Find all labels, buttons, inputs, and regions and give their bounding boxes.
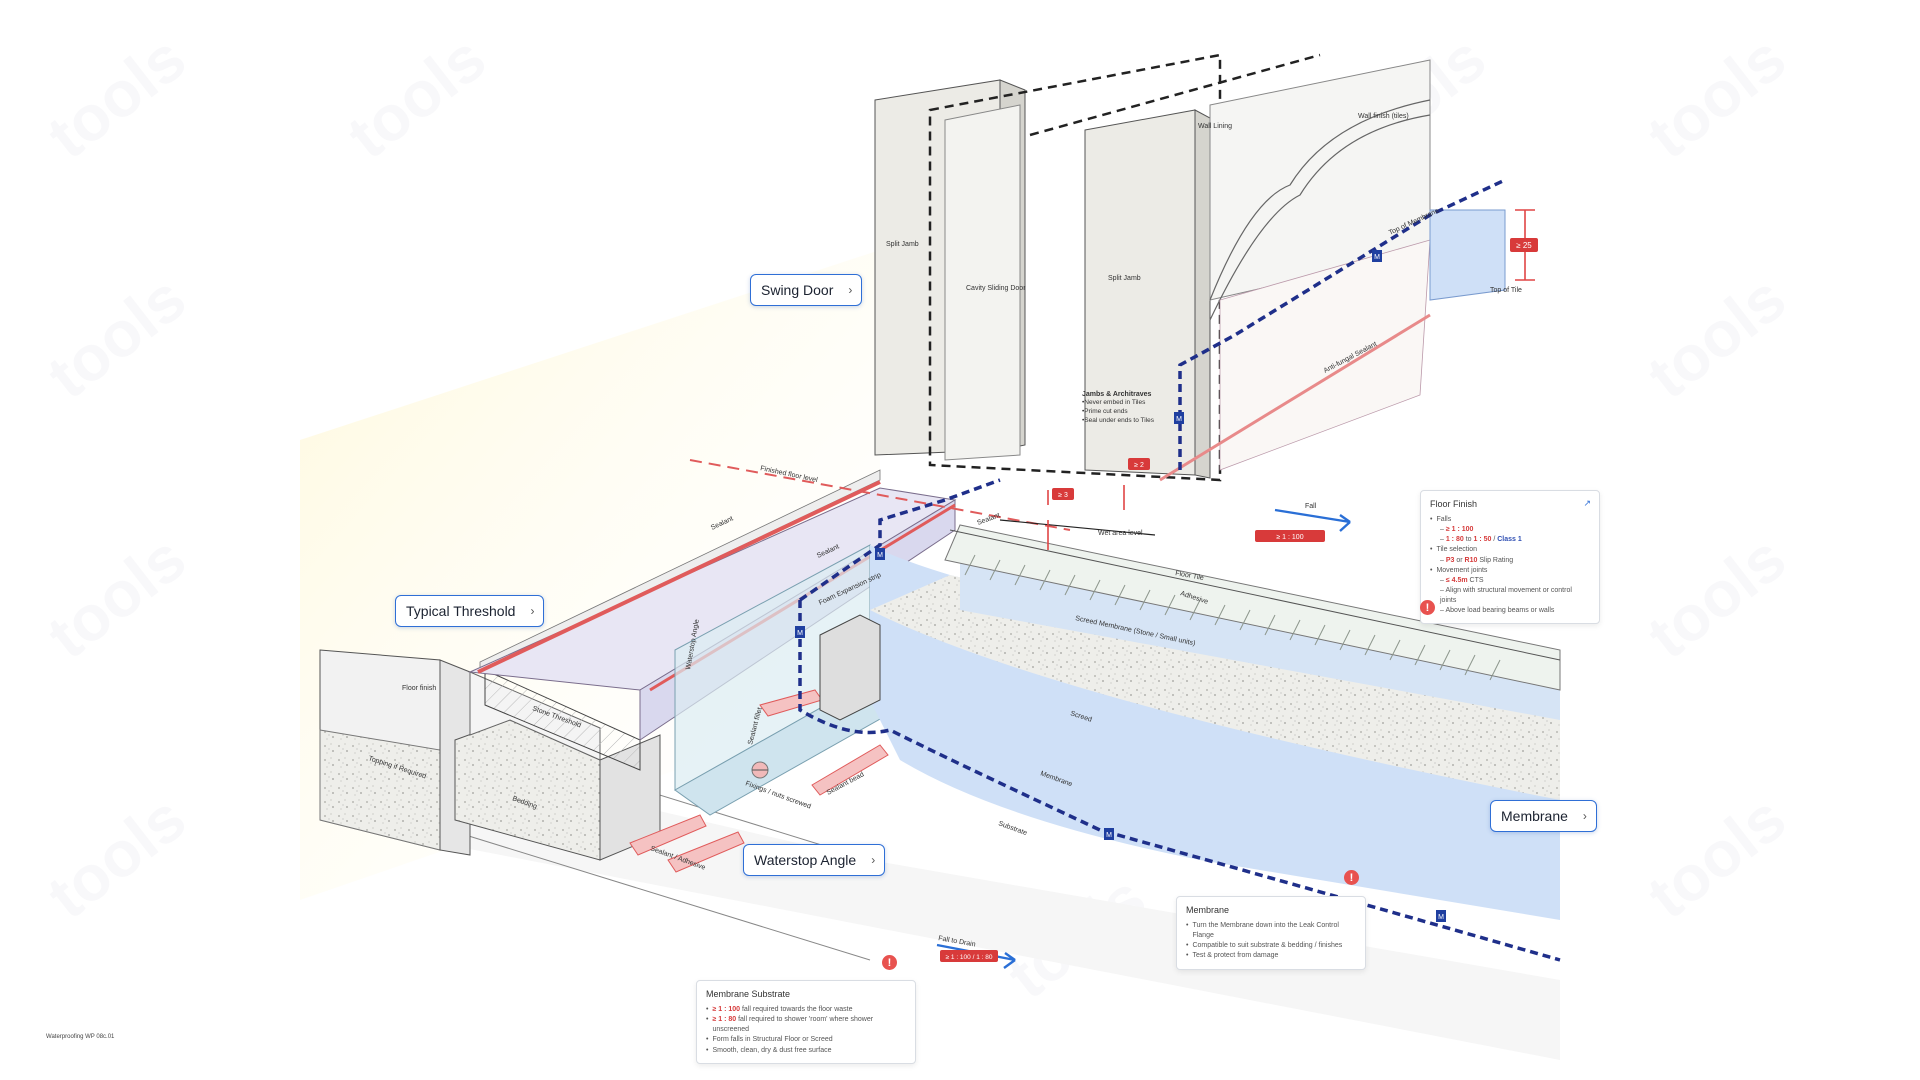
link-icon[interactable]: ↗	[1583, 498, 1591, 508]
chevron-right-icon: ›	[1582, 809, 1587, 823]
tile-grooves	[964, 554, 1501, 681]
svg-text:Wet area level: Wet area level	[1098, 530, 1143, 537]
document-id: Waterproofing WP 08c.01	[46, 1034, 115, 1040]
sealant-strip	[629, 814, 707, 856]
membrane-upturn-line	[1178, 178, 1506, 470]
svg-text:M: M	[1374, 254, 1380, 261]
finished-floor-level-line	[689, 459, 1071, 531]
door-outline	[928, 53, 1222, 482]
membrane-hotspot[interactable]: Membrane›	[1490, 800, 1597, 832]
svg-text:Split Jamb: Split Jamb	[886, 241, 919, 248]
floor-finish-card: ↗ Floor Finish •Falls – ≥ 1 : 100 – 1 : …	[1420, 490, 1600, 625]
svg-text:Fixings / nuts screwed: Fixings / nuts screwed	[744, 780, 812, 810]
svg-text:Substrate: Substrate	[997, 820, 1028, 837]
sealant-bead	[811, 744, 889, 796]
svg-text:Cavity Sliding Door: Cavity Sliding Door	[966, 285, 1026, 292]
stone-threshold	[484, 669, 641, 771]
svg-text:M: M	[1106, 832, 1112, 839]
chevron-right-icon: ›	[530, 604, 535, 618]
svg-text:Top of Tile: Top of Tile	[1490, 287, 1522, 294]
waterstop-angle-hotspot[interactable]: Waterstop Angle›	[743, 844, 886, 876]
chevron-right-icon: ›	[871, 853, 876, 867]
dim-badge-3	[1052, 488, 1074, 500]
svg-text:≥ 1 : 100: ≥ 1 : 100	[1276, 534, 1303, 541]
swing-door-hotspot[interactable]: Swing Door›	[750, 274, 863, 306]
top-of-tile-band	[1429, 209, 1506, 301]
svg-text:≥ 25: ≥ 25	[1516, 241, 1532, 250]
alert-icon[interactable]: !	[882, 955, 897, 970]
dim-badge-25	[1510, 238, 1538, 252]
cavity-sliding-door	[944, 104, 1021, 461]
alert-icon[interactable]: !	[1344, 870, 1359, 885]
fall-badge	[1255, 530, 1325, 542]
fall-arrow-icon	[1274, 508, 1351, 532]
anti-fungal-sealant-line	[1159, 313, 1431, 482]
svg-text:Wall finish (tiles): Wall finish (tiles)	[1358, 113, 1409, 120]
svg-text:Split Jamb: Split Jamb	[1108, 275, 1141, 282]
wall-finish-curve	[1209, 99, 1431, 301]
svg-text:Wall Lining: Wall Lining	[1198, 123, 1232, 130]
alert-icon[interactable]: !	[1420, 600, 1435, 615]
svg-text:Floor finish: Floor finish	[402, 685, 436, 692]
svg-text:M: M	[1438, 914, 1444, 921]
svg-text:≥ 3: ≥ 3	[1058, 492, 1068, 499]
drain-badge	[940, 950, 998, 962]
floor-tile-layer	[944, 524, 1561, 691]
svg-text:M: M	[877, 552, 883, 559]
chevron-right-icon: ›	[848, 283, 853, 297]
svg-text:Fall: Fall	[1305, 503, 1317, 510]
wet-area-level-line	[999, 519, 1156, 536]
screed-layer	[870, 575, 1560, 800]
svg-text:M: M	[797, 630, 803, 637]
membrane-card: Membrane •Turn the Membrane down into th…	[1176, 896, 1366, 970]
svg-text:≥ 2: ≥ 2	[1134, 462, 1144, 469]
jambs-note: Jambs & Architraves •Never embed in Tile…	[1082, 391, 1155, 424]
svg-text:≥ 1 : 100 / 1 : 80: ≥ 1 : 100 / 1 : 80	[946, 954, 993, 961]
membrane-line	[798, 600, 1561, 962]
foam-expansion-strip	[819, 614, 881, 721]
sealant-strip	[667, 831, 745, 873]
svg-text:Floor Tile: Floor Tile	[1175, 570, 1205, 582]
membrane-tags: M M M M M M	[795, 250, 1446, 922]
membrane-substrate-card: Membrane Substrate •≥ 1 : 100 fall requi…	[696, 980, 916, 1064]
typical-threshold-hotspot[interactable]: Typical Threshold›	[395, 595, 545, 627]
svg-text:M: M	[1176, 416, 1182, 423]
dim-badge-2	[1128, 458, 1150, 470]
